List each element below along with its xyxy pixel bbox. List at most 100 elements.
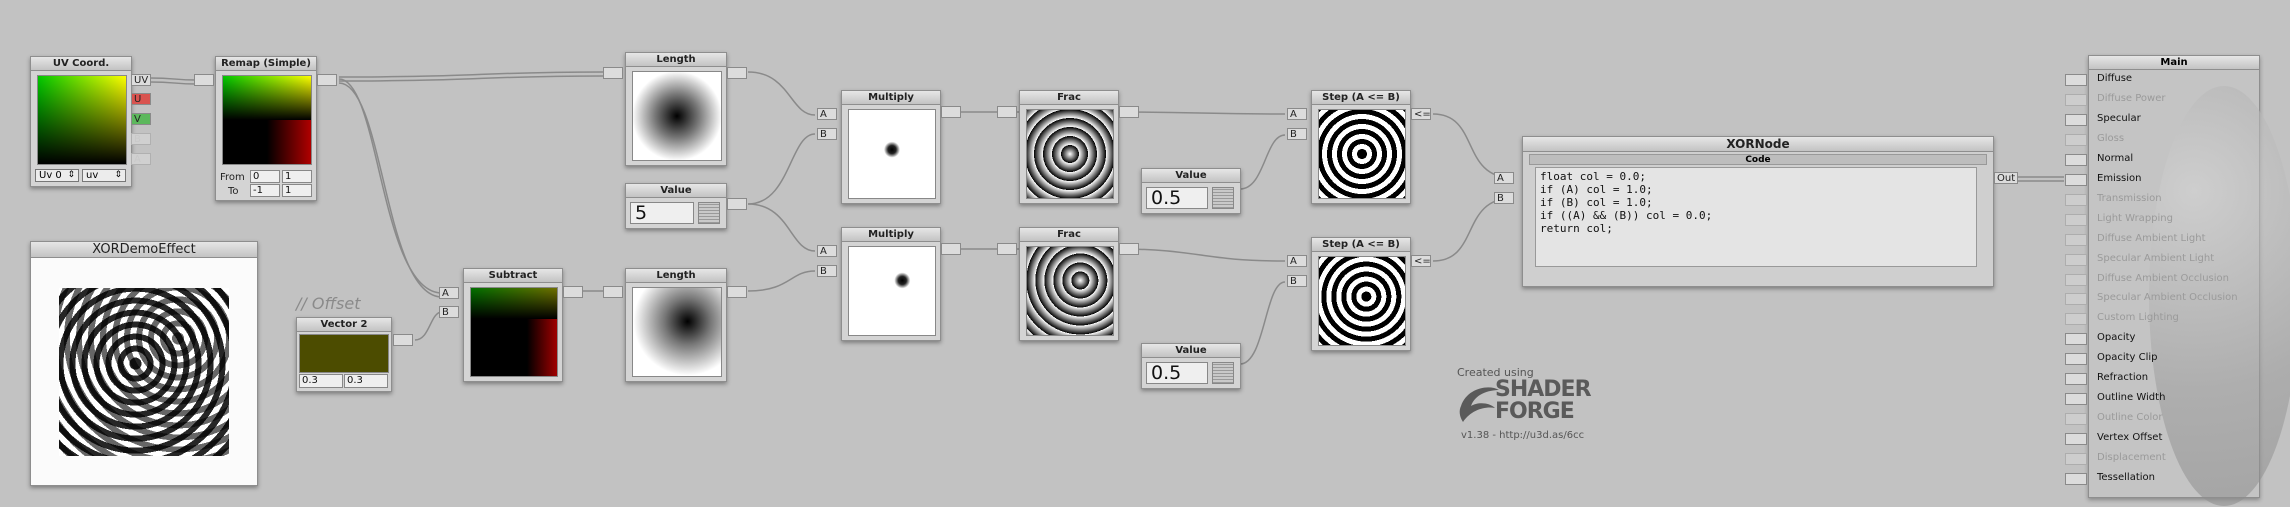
- main-input-row[interactable]: Refraction: [2065, 369, 2259, 389]
- subtract-output-port[interactable]: [563, 286, 583, 298]
- value-field[interactable]: 0.5: [1146, 187, 1208, 209]
- main-input-row[interactable]: Custom Lighting: [2065, 309, 2259, 329]
- step-node-top[interactable]: Step (A <= B): [1311, 90, 1411, 204]
- step-node-bottom[interactable]: Step (A <= B): [1311, 237, 1411, 351]
- step-bottom-input-b[interactable]: B: [1287, 275, 1307, 287]
- main-input-port[interactable]: [2065, 293, 2087, 306]
- uv-output-port[interactable]: UV: [131, 74, 151, 86]
- main-input-port[interactable]: [2065, 173, 2087, 186]
- multiply-bottom-input-a[interactable]: A: [817, 245, 837, 257]
- uv-channel-dropdown[interactable]: Uv 0⇕: [35, 169, 79, 182]
- main-input-port[interactable]: [2065, 133, 2087, 146]
- main-input-port[interactable]: [2065, 213, 2087, 226]
- main-input-port[interactable]: [2065, 273, 2087, 286]
- main-input-port[interactable]: [2065, 413, 2087, 426]
- main-input-port[interactable]: [2065, 74, 2087, 86]
- main-input-row[interactable]: Tessellation: [2065, 469, 2259, 489]
- length-bottom-input-port[interactable]: [603, 286, 623, 298]
- xor-input-b[interactable]: B: [1494, 192, 1514, 204]
- main-input-row[interactable]: Emission: [2065, 170, 2259, 190]
- multiply-node-bottom[interactable]: Multiply: [841, 227, 941, 341]
- main-input-row[interactable]: Diffuse Ambient Occlusion: [2065, 270, 2259, 290]
- main-input-port[interactable]: [2065, 453, 2087, 466]
- main-input-row[interactable]: Opacity Clip: [2065, 349, 2259, 369]
- remap-input-port[interactable]: [194, 74, 214, 86]
- main-input-row[interactable]: Specular Ambient Occlusion: [2065, 289, 2259, 309]
- frac-bottom-input-port[interactable]: [997, 243, 1017, 255]
- length-node-bottom[interactable]: Length: [625, 268, 727, 382]
- step-bottom-output-port[interactable]: <=: [1411, 255, 1431, 267]
- main-input-port[interactable]: [2065, 313, 2087, 326]
- b-output-port[interactable]: B: [131, 133, 151, 145]
- subtract-node[interactable]: Subtract: [463, 268, 563, 382]
- main-input-port[interactable]: [2065, 193, 2087, 206]
- main-input-row[interactable]: Specular Ambient Light: [2065, 250, 2259, 270]
- frac-node-top[interactable]: Frac: [1019, 90, 1119, 204]
- from-min-field[interactable]: 0: [250, 170, 280, 183]
- frac-top-output-port[interactable]: [1119, 106, 1139, 118]
- frac-node-bottom[interactable]: Frac: [1019, 227, 1119, 341]
- value-drag-handle[interactable]: [1212, 187, 1234, 209]
- main-input-row[interactable]: Light Wrapping: [2065, 210, 2259, 230]
- main-input-port[interactable]: [2065, 233, 2087, 246]
- uv-coord-node[interactable]: UV Coord. Uv 0⇕ uv⇕: [30, 56, 132, 187]
- u-output-port[interactable]: U: [131, 93, 151, 105]
- step-top-input-b[interactable]: B: [1287, 128, 1307, 140]
- step-bottom-input-a[interactable]: A: [1287, 255, 1307, 267]
- main-input-row[interactable]: Transmission: [2065, 190, 2259, 210]
- main-input-port[interactable]: [2065, 353, 2087, 366]
- main-input-row[interactable]: Gloss: [2065, 130, 2259, 150]
- xor-input-a[interactable]: A: [1494, 172, 1514, 184]
- code-editor[interactable]: float col = 0.0; if (A) col = 1.0; if (B…: [1535, 167, 1977, 267]
- value-field[interactable]: 5: [630, 202, 694, 224]
- main-input-port[interactable]: [2065, 393, 2087, 406]
- remap-node[interactable]: Remap (Simple) From 0 1 To -1 1: [215, 56, 317, 201]
- value-drag-handle[interactable]: [1212, 362, 1234, 384]
- length-bottom-output-port[interactable]: [727, 286, 747, 298]
- main-input-row[interactable]: Outline Color: [2065, 409, 2259, 429]
- value-drag-handle[interactable]: [698, 202, 720, 224]
- vector2-x-field[interactable]: 0.3: [299, 374, 343, 388]
- comment-offset[interactable]: // Offset: [296, 294, 361, 313]
- main-input-row[interactable]: Opacity: [2065, 329, 2259, 349]
- multiply-bottom-output-port[interactable]: [941, 243, 961, 255]
- remap-output-port[interactable]: [317, 74, 337, 86]
- main-input-port[interactable]: [2065, 473, 2087, 485]
- multiply-top-output-port[interactable]: [941, 106, 961, 118]
- main-input-row[interactable]: Outline Width: [2065, 389, 2259, 409]
- main-input-port[interactable]: [2065, 333, 2087, 346]
- frac-top-input-port[interactable]: [997, 106, 1017, 118]
- multiply-bottom-input-b[interactable]: B: [817, 265, 837, 277]
- length-top-input-port[interactable]: [603, 67, 623, 79]
- to-min-field[interactable]: -1: [250, 184, 280, 197]
- vector2-node[interactable]: Vector 2 0.3 0.3: [296, 317, 392, 392]
- vector2-output-port[interactable]: [393, 334, 413, 346]
- main-input-port[interactable]: [2065, 373, 2087, 386]
- main-input-row[interactable]: Displacement: [2065, 449, 2259, 469]
- uv-mode-dropdown[interactable]: uv⇕: [82, 169, 126, 182]
- multiply-top-input-b[interactable]: B: [817, 128, 837, 140]
- main-input-port[interactable]: [2065, 113, 2087, 126]
- multiply-top-input-a[interactable]: A: [817, 108, 837, 120]
- subtract-input-a[interactable]: A: [439, 287, 459, 299]
- v-output-port[interactable]: V: [131, 113, 151, 125]
- main-input-row[interactable]: Diffuse Power: [2065, 90, 2259, 110]
- value-node-bottom[interactable]: Value 0.5: [1141, 343, 1241, 389]
- subtract-input-b[interactable]: B: [439, 306, 459, 318]
- value-5-output-port[interactable]: [727, 198, 747, 210]
- xor-node[interactable]: XORNode Code float col = 0.0; if (A) col…: [1522, 136, 1994, 287]
- main-input-row[interactable]: Specular: [2065, 110, 2259, 130]
- step-top-input-a[interactable]: A: [1287, 108, 1307, 120]
- main-input-row[interactable]: Normal: [2065, 150, 2259, 170]
- preview-panel[interactable]: XORDemoEffect: [30, 241, 258, 486]
- to-max-field[interactable]: 1: [282, 184, 312, 197]
- value-node-5[interactable]: Value 5: [625, 183, 727, 229]
- main-input-row[interactable]: Diffuse: [2065, 70, 2259, 90]
- main-input-port[interactable]: [2065, 153, 2087, 166]
- length-node-top[interactable]: Length: [625, 52, 727, 166]
- vector2-y-field[interactable]: 0.3: [344, 374, 388, 388]
- main-input-port[interactable]: [2065, 93, 2087, 106]
- main-input-port[interactable]: [2065, 253, 2087, 266]
- frac-bottom-output-port[interactable]: [1119, 243, 1139, 255]
